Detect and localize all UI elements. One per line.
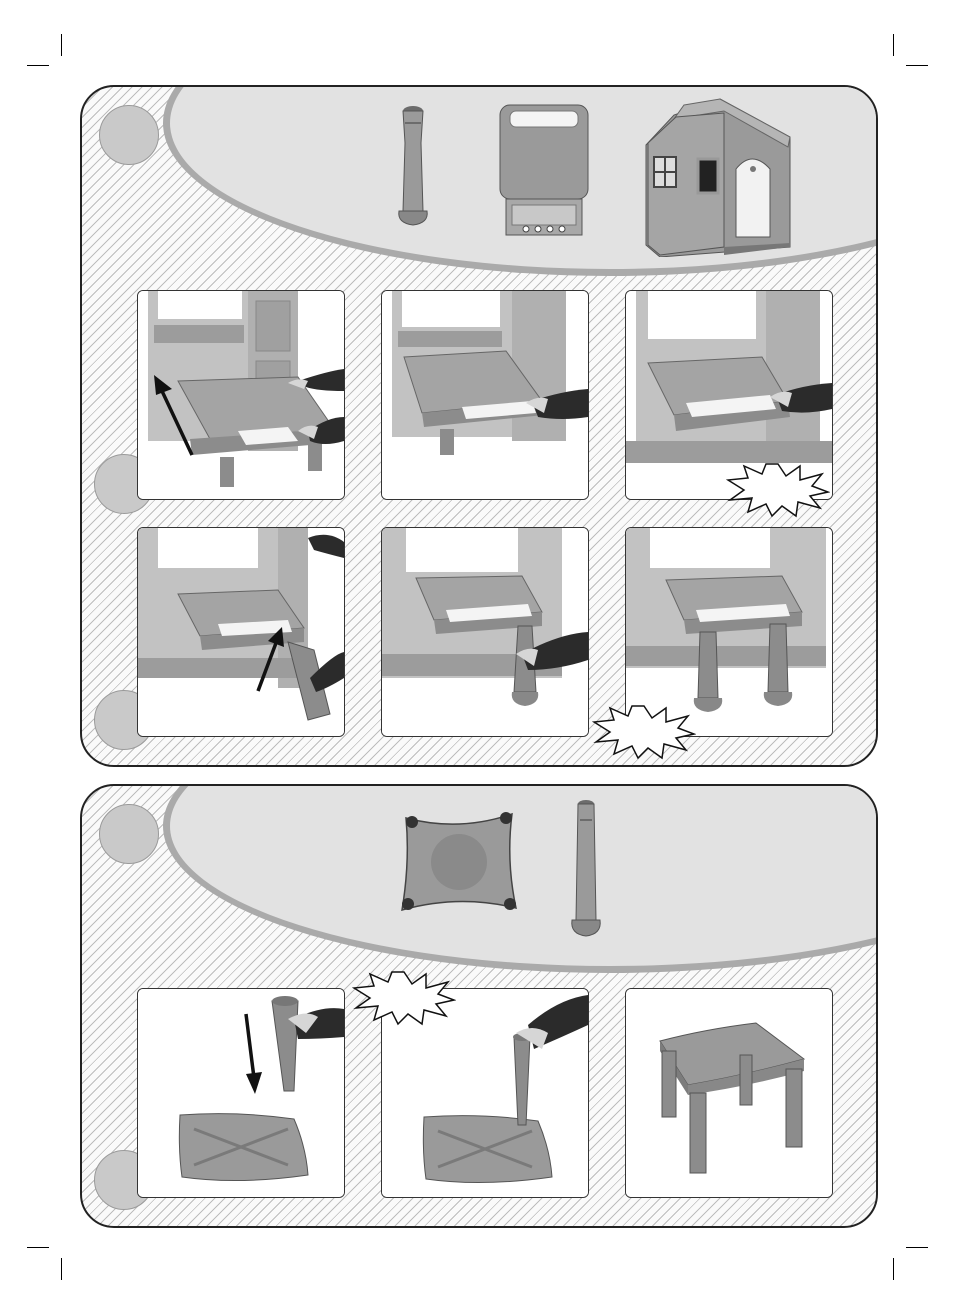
crop-mark [906,1247,928,1248]
step-photo-push-leg [381,527,589,737]
arrow-icon [150,373,198,459]
table-leg-part [394,103,432,227]
stool-leg-part [566,798,606,938]
starburst-icon [352,970,456,1026]
crop-mark [27,1247,49,1248]
playhouse-part [640,97,800,257]
crop-mark [27,65,49,66]
crop-mark [893,1258,894,1280]
crop-mark [893,34,894,56]
starburst-icon [726,462,830,518]
fold-down-tabletop-part [498,103,590,237]
step-photo-insert-stool-leg [137,988,345,1198]
crop-mark [906,65,928,66]
crop-mark [61,34,62,56]
section-number-badge [99,105,159,165]
arrow-icon [242,1012,264,1096]
crop-mark [61,1258,62,1280]
stool-seat-part [396,806,522,916]
stool-assembly-panel [80,784,878,1228]
parts-ellipse [170,784,878,966]
section-number-badge [99,804,159,864]
table-assembly-panel [80,85,878,767]
step-photo-lower-tabletop [381,290,589,500]
arrow-icon [252,625,286,695]
step-photo-finished-stool [625,988,833,1198]
starburst-icon [592,704,696,760]
step-photo-insert-leg [137,527,345,737]
